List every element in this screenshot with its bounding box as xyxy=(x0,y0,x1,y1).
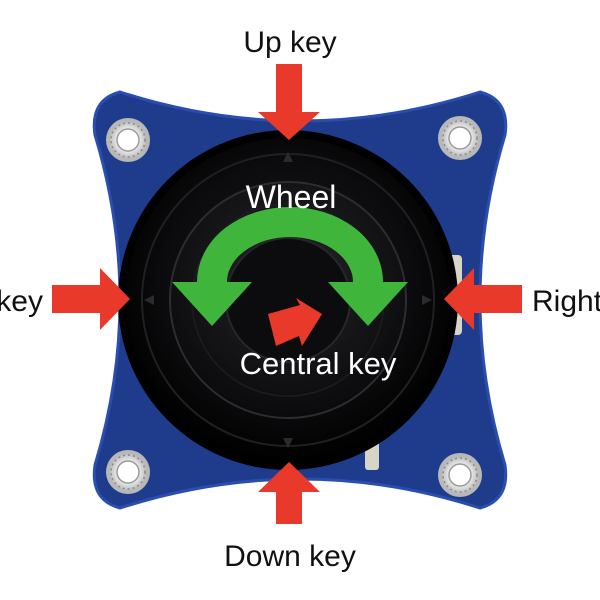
up-key-arrow-icon xyxy=(258,64,320,140)
left-key-arrow-icon xyxy=(52,268,130,330)
right-key-arrow-icon xyxy=(444,268,522,330)
knob-left-mark-icon xyxy=(144,295,154,305)
down-key-arrow-icon xyxy=(258,462,320,524)
knob-up-mark-icon xyxy=(283,152,293,162)
up-key-label: Up key xyxy=(243,26,336,59)
right-key-label: Right key xyxy=(532,285,600,318)
screw-hole-icon xyxy=(106,116,482,497)
central-key-label: Central key xyxy=(240,346,397,381)
down-key-label: Down key xyxy=(224,540,356,573)
central-key-arrow-icon xyxy=(268,298,322,346)
curved-arrow-icon xyxy=(172,207,408,326)
knob-down-mark-icon xyxy=(283,438,293,448)
wheel-label: Wheel xyxy=(246,179,337,215)
left-key-label: Left key xyxy=(0,285,43,318)
knob-right-mark-icon xyxy=(422,295,432,305)
